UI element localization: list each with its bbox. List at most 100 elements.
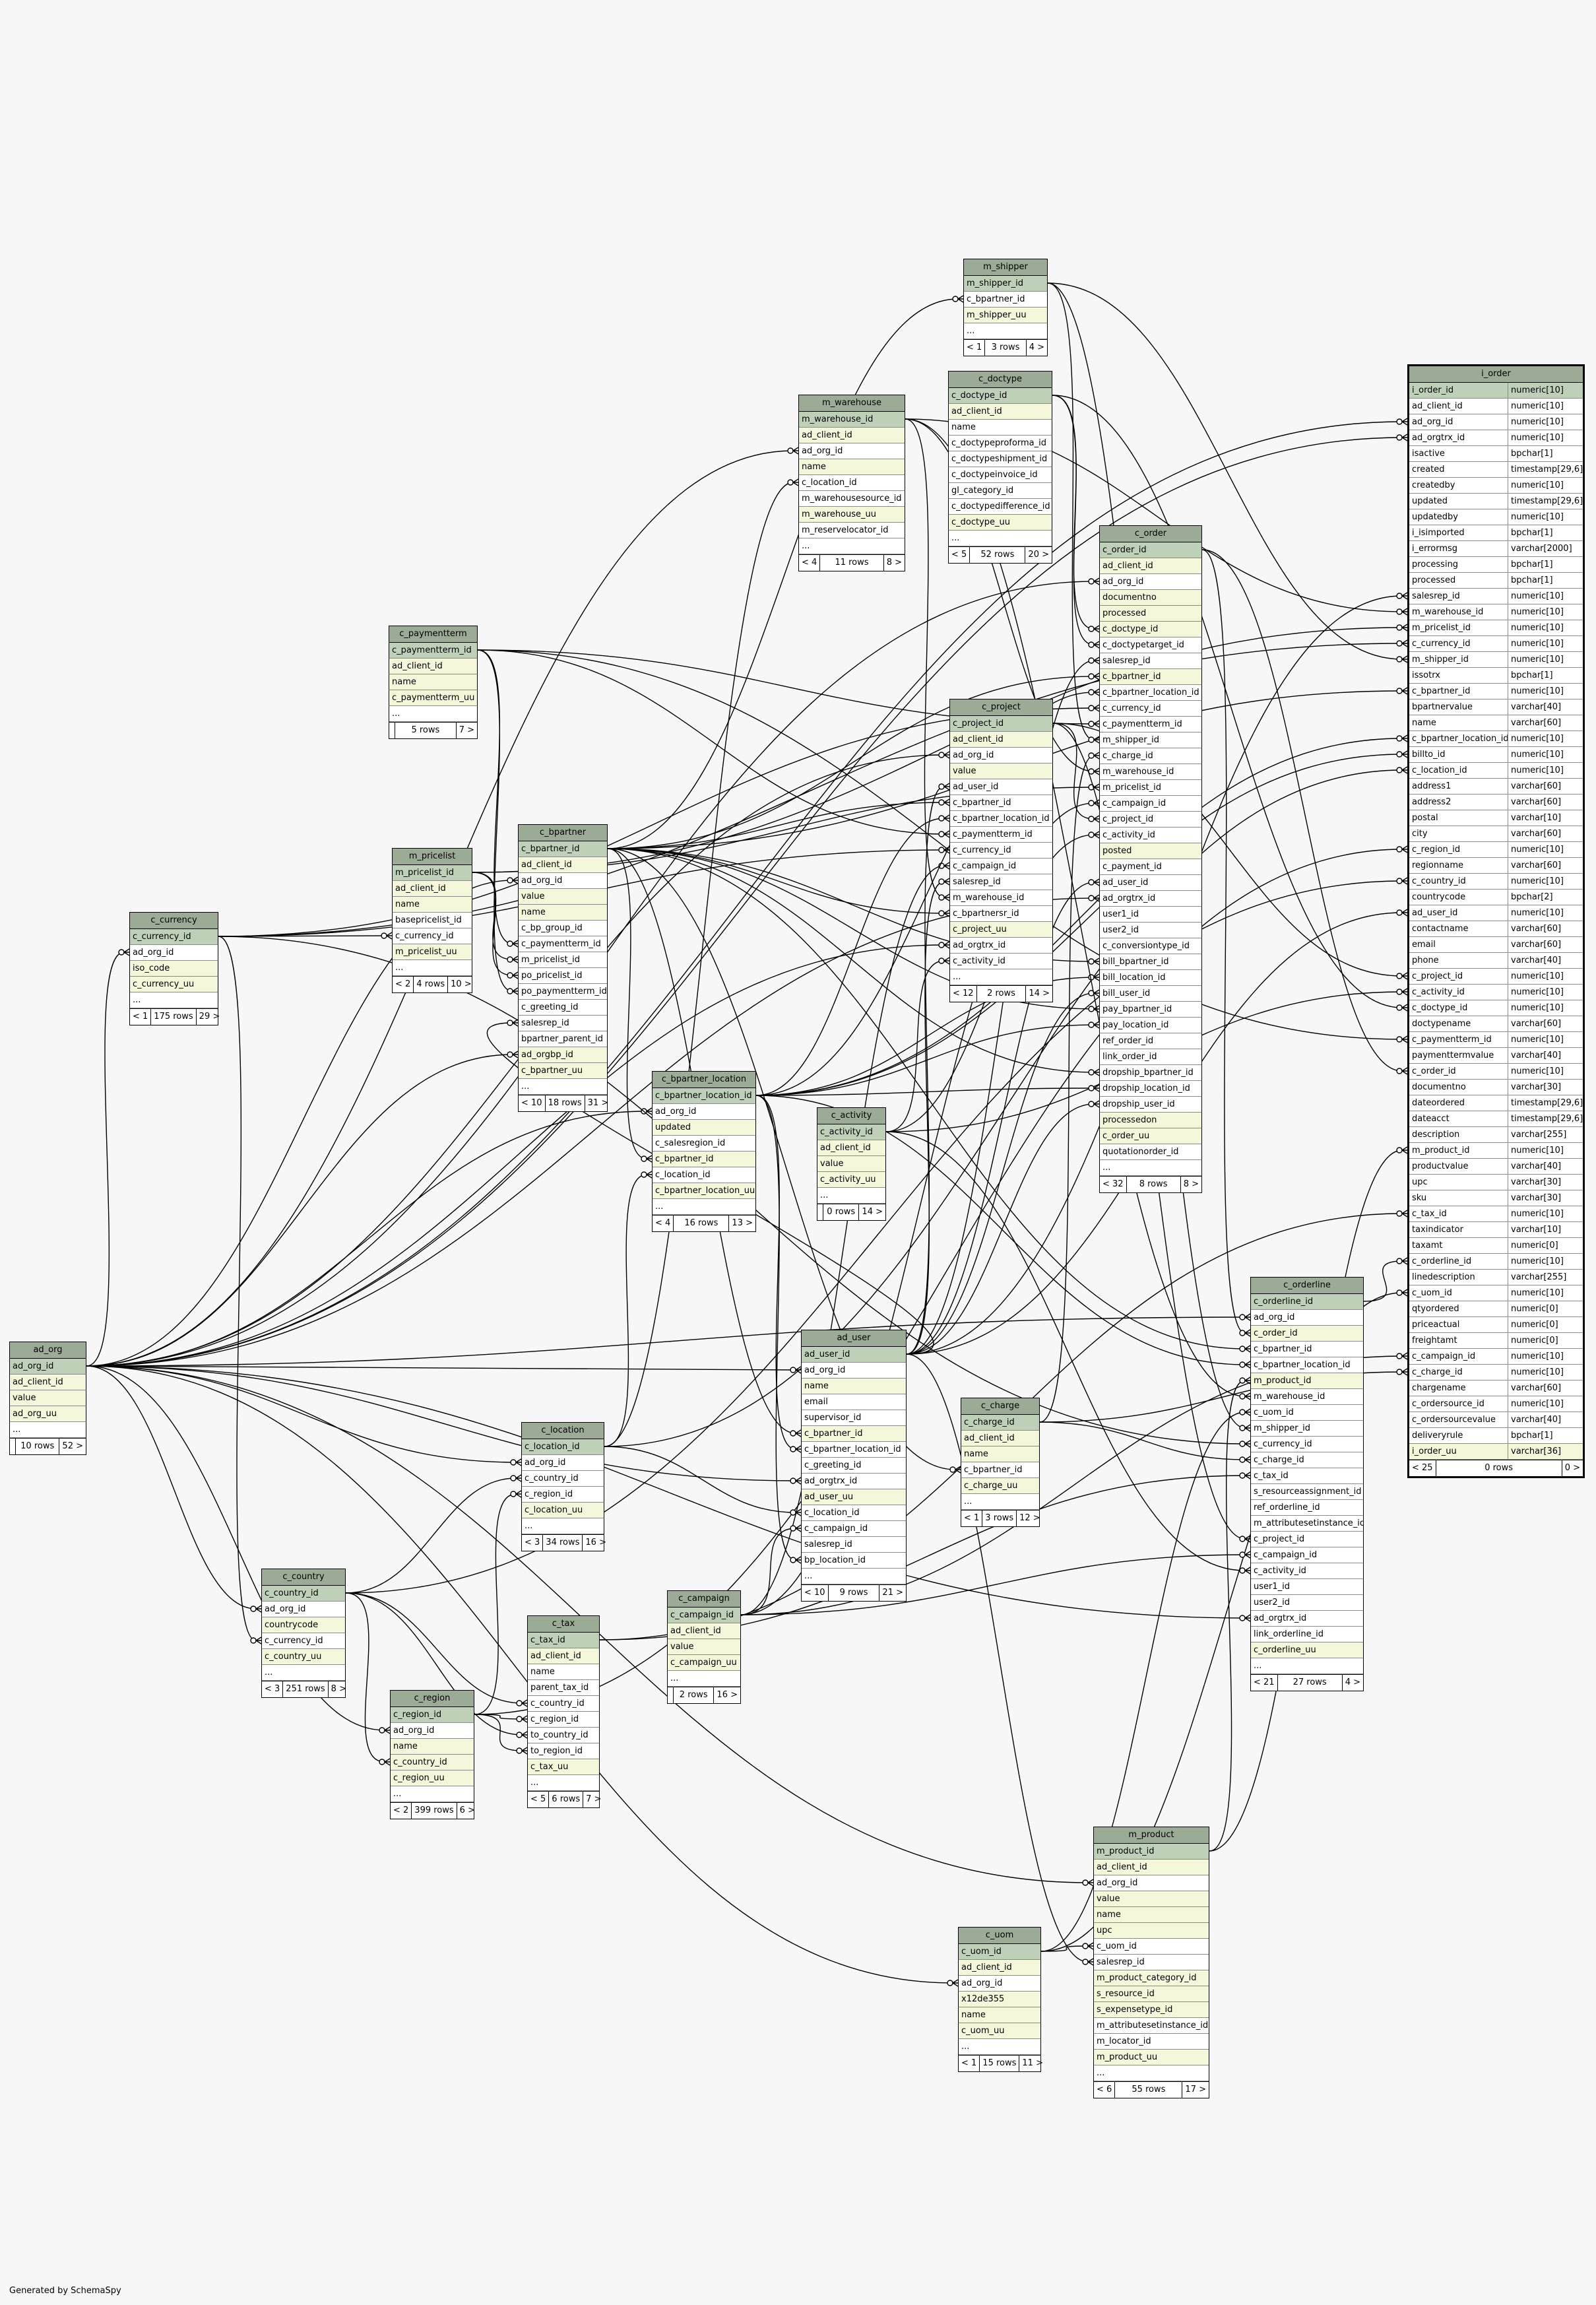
parents-count[interactable]: < 3 xyxy=(522,1535,544,1551)
table-title[interactable]: c_campaign xyxy=(668,1591,740,1607)
table-column[interactable]: c_greeting_id xyxy=(802,1458,906,1474)
table-column[interactable]: to_region_id xyxy=(528,1743,599,1759)
table-title[interactable]: c_project xyxy=(950,699,1052,716)
children-count[interactable]: 14 > xyxy=(1029,989,1050,998)
table-column[interactable]: ad_client_id xyxy=(949,404,1052,420)
table-column[interactable]: value xyxy=(817,1156,885,1172)
table-column[interactable]: c_bpartnersr_id xyxy=(950,906,1052,922)
table-title[interactable]: c_bpartner xyxy=(519,825,607,841)
table-title[interactable]: ad_user xyxy=(802,1330,906,1347)
table-column[interactable]: c_bpartner_id xyxy=(950,795,1052,811)
table-column[interactable]: name xyxy=(1094,1907,1209,1923)
table-column[interactable]: ad_org_id xyxy=(1094,1875,1209,1891)
row-count[interactable]: 6 rows xyxy=(549,1792,584,1807)
primary-key-column[interactable]: c_uom_id xyxy=(959,1944,1040,1960)
table-column[interactable]: m_locator_id xyxy=(1094,2034,1209,2050)
table-column[interactable]: c_location_uu xyxy=(522,1503,604,1518)
table-column[interactable]: quotationorder_id xyxy=(1100,1144,1201,1160)
row-count[interactable]: 0 rows xyxy=(823,1204,860,1220)
table-title[interactable]: c_orderline xyxy=(1251,1278,1363,1294)
primary-key-column[interactable]: c_currency_id xyxy=(130,929,218,945)
table-column[interactable]: c_region_uu xyxy=(391,1770,474,1786)
table-column[interactable]: c_orderline_uu xyxy=(1251,1642,1363,1658)
parents-count[interactable]: < 10 xyxy=(519,1095,546,1111)
table-column[interactable]: c_charge_uu xyxy=(961,1478,1039,1494)
table-column[interactable]: c_bpartner_uu xyxy=(519,1063,607,1079)
table-column[interactable]: salesrep_id xyxy=(1094,1955,1209,1970)
table-column[interactable]: c_bp_group_id xyxy=(519,921,607,936)
table-column[interactable]: ad_user_uu xyxy=(802,1489,906,1505)
table-column[interactable]: c_activity_id xyxy=(1100,828,1201,843)
table-column[interactable]: value xyxy=(668,1639,740,1655)
table-column[interactable]: c_campaign_uu xyxy=(668,1655,740,1671)
table-title[interactable]: m_product xyxy=(1094,1827,1209,1844)
table-column[interactable]: ad_client_id xyxy=(668,1623,740,1639)
primary-key-column[interactable]: m_pricelist_id xyxy=(393,865,472,881)
table-title[interactable]: c_order xyxy=(1100,526,1201,542)
row-count[interactable]: 34 rows xyxy=(543,1535,583,1551)
table-column[interactable]: ad_org_id xyxy=(799,443,905,459)
table-column[interactable]: user2_id xyxy=(1251,1595,1363,1611)
table-column[interactable]: c_uom_id xyxy=(1251,1405,1363,1421)
table-column[interactable]: po_pricelist_id xyxy=(519,968,607,984)
table-column[interactable]: ad_org_id xyxy=(391,1723,474,1739)
children-count[interactable]: 7 > xyxy=(586,1794,602,1804)
table-column[interactable]: ad_client_id xyxy=(389,659,477,674)
table-column[interactable]: c_project_uu xyxy=(950,922,1052,938)
row-count[interactable]: 4 rows xyxy=(414,977,449,992)
table-title[interactable]: m_pricelist xyxy=(393,849,472,865)
table-column[interactable]: ref_order_id xyxy=(1100,1033,1201,1049)
table-column[interactable]: c_campaign_id xyxy=(802,1521,906,1537)
table-column[interactable]: supervisor_id xyxy=(802,1410,906,1426)
table-column[interactable]: pay_location_id xyxy=(1100,1018,1201,1033)
table-column[interactable]: ad_orgtrx_id xyxy=(1251,1611,1363,1627)
parents-count[interactable] xyxy=(817,1204,823,1220)
children-count[interactable]: 13 > xyxy=(732,1218,753,1228)
table-column[interactable]: ad_org_id xyxy=(959,1976,1040,1992)
table-column[interactable]: c_campaign_id xyxy=(1251,1547,1363,1563)
table-column[interactable]: updated xyxy=(653,1120,755,1136)
table-column[interactable]: name xyxy=(519,905,607,921)
table-column[interactable]: m_warehouse_uu xyxy=(799,507,905,523)
row-count[interactable]: 8 rows xyxy=(1127,1177,1181,1192)
children-count[interactable]: 8 > xyxy=(331,1684,346,1694)
table-column[interactable]: m_warehouse_id xyxy=(1100,764,1201,780)
table-column[interactable]: name xyxy=(393,897,472,913)
table-column[interactable]: c_activity_uu xyxy=(817,1172,885,1188)
table-column[interactable]: c_country_id xyxy=(522,1471,604,1487)
table-column[interactable]: c_charge_id xyxy=(1100,748,1201,764)
table-title[interactable]: c_tax xyxy=(528,1616,599,1633)
table-title[interactable]: c_paymentterm xyxy=(389,626,477,643)
table-column[interactable]: value xyxy=(519,889,607,905)
table-column[interactable]: gl_category_id xyxy=(949,483,1052,499)
table-column[interactable]: ad_org_id xyxy=(130,945,218,961)
table-column[interactable]: c_paymentterm_id xyxy=(950,827,1052,843)
table-column[interactable]: m_attributesetinstance_id xyxy=(1094,2018,1209,2034)
table-column[interactable]: ad_user_id xyxy=(1100,875,1201,891)
